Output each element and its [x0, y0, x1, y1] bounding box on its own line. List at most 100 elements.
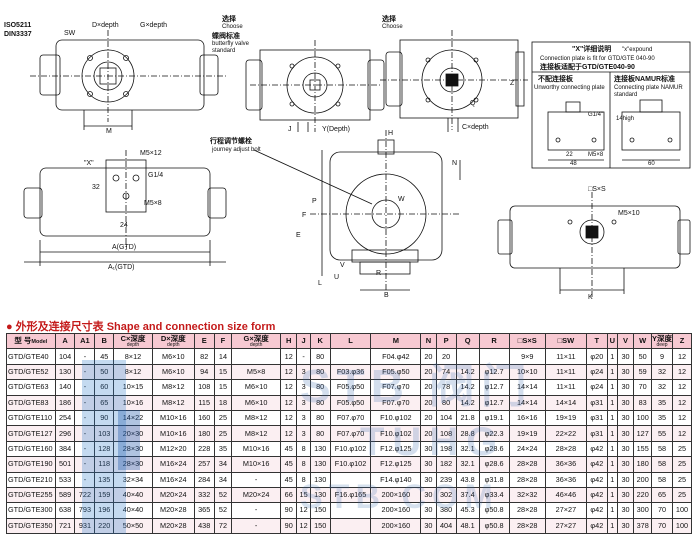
table-cell: 108: [193, 379, 215, 396]
table-cell: 94: [193, 363, 215, 381]
table-cell: 27×27: [544, 517, 587, 535]
col-header: B: [94, 332, 115, 350]
table-cell: -: [296, 348, 311, 365]
table-cell: 32×32: [508, 486, 546, 504]
x-g14: G1/4": [588, 112, 604, 118]
model-cell: GTD/GTE127: [6, 425, 56, 442]
table-cell: 721: [54, 517, 76, 535]
col-header: L: [329, 332, 372, 350]
table-cell: 220: [633, 486, 653, 504]
table-cell: 8: [296, 440, 311, 458]
c-depth-label: C×depth: [462, 124, 489, 131]
table-cell: F07.φ70: [370, 394, 422, 411]
x-d60: 60: [648, 161, 655, 167]
watermark-text: TUHG: [360, 420, 506, 464]
adjust-en: journey adjust bolt: [212, 147, 261, 153]
table-cell: 20: [420, 363, 437, 381]
table-cell: 20: [420, 394, 437, 411]
table-cell: 20×30: [113, 425, 153, 442]
choose-en-1: Choose: [222, 24, 243, 30]
table-cell: 60: [94, 379, 115, 396]
model-cell: GTD/GTE190: [6, 456, 56, 473]
col-header: E: [193, 332, 215, 350]
table-cell: 32.1: [455, 440, 480, 458]
table-cell: 182: [435, 456, 457, 473]
table-cell: 45: [279, 471, 298, 488]
table-cell: 103: [94, 425, 115, 442]
table-cell: -: [74, 456, 96, 473]
table-cell: 30: [616, 440, 635, 458]
table-cell: M10×16: [151, 425, 195, 442]
sw-label: SW: [64, 30, 76, 37]
table-cell: F07.φ70: [329, 409, 372, 427]
table-cell: 40×40: [113, 486, 153, 504]
table-cell: 46×46: [544, 486, 587, 504]
table-cell: 70: [651, 517, 673, 535]
model-cell: GTD/GTE63: [6, 379, 56, 396]
table-cell: M8×12: [231, 409, 281, 427]
table-cell: 30: [616, 363, 635, 381]
table-cell: 533: [54, 471, 76, 488]
table-cell: -: [74, 348, 96, 365]
table-cell: φ19.1: [478, 409, 510, 427]
table-cell: 14.2: [455, 363, 480, 381]
x-left-cn: 不配连接板: [538, 76, 573, 83]
table-cell: F16.φ165: [329, 486, 372, 504]
table-cell: F07.φ70: [370, 379, 422, 396]
table-cell: 28×30: [113, 440, 153, 458]
g-depth-label: G×depth: [140, 22, 168, 29]
choose-cn-2: 选择: [382, 16, 396, 23]
w-label: W: [398, 196, 405, 203]
table-cell: 50: [633, 348, 653, 365]
table-cell: 19×19: [544, 409, 587, 427]
x-d48: 48: [570, 161, 577, 167]
model-cell: GTD/GTE160: [6, 440, 56, 458]
table-cell: [329, 471, 372, 488]
top-left-view: [30, 30, 226, 130]
model-cell: GTD/GTE52: [6, 363, 56, 381]
table-cell: 11×11: [544, 363, 587, 381]
col-header: U: [606, 332, 618, 350]
table-cell: 793: [74, 502, 96, 519]
bullet-icon: ●: [6, 321, 13, 333]
table-cell: M8×12: [151, 379, 195, 396]
x-title-en: "x"expound: [622, 47, 653, 53]
table-cell: 300: [633, 502, 653, 519]
table-cell: 35: [213, 440, 233, 458]
table-cell: φ50.8: [478, 502, 510, 519]
table-cell: 19×19: [508, 425, 546, 442]
table-cell: 65: [94, 394, 115, 411]
table-cell: 80: [309, 425, 331, 442]
table-cell: 52: [213, 486, 233, 504]
watermark-text: STB 阀门: [300, 360, 533, 412]
table-cell: φ31: [585, 409, 608, 427]
table-cell: 722: [74, 486, 96, 504]
x-right-en1: Connecting plate NAMUR: [614, 85, 683, 91]
x-note: Connection plate is fit for GTD/GTE 040-…: [540, 56, 655, 62]
table-cell: M6×10: [151, 348, 195, 365]
table-cell: 32: [651, 363, 673, 381]
table-cell: 34: [213, 456, 233, 473]
table-cell: M10×16: [231, 440, 281, 458]
model-cell: GTD/GTE210: [6, 471, 56, 488]
table-cell: F12.φ125: [370, 456, 422, 473]
table-cell: 52: [213, 502, 233, 519]
col-header: M: [370, 332, 422, 350]
table-cell: 36×36: [544, 471, 587, 488]
table-cell: M20×24: [231, 486, 281, 504]
table-cell: 284: [193, 471, 215, 488]
table-cell: 72: [213, 517, 233, 535]
table-cell: 100: [672, 502, 692, 519]
table-cell: F10.φ102: [329, 440, 372, 458]
table-cell: 28×28: [508, 471, 546, 488]
h-label: H: [388, 130, 394, 137]
table-cell: M6×10: [151, 363, 195, 381]
col-header: F: [213, 332, 233, 350]
a-gtd-label: A(GTD): [112, 244, 137, 251]
watermark-logo-accent: [118, 410, 140, 470]
table-cell: 70: [651, 502, 673, 519]
table-cell: 58: [651, 440, 673, 458]
x-title-cn: "X"详细说明: [572, 46, 612, 53]
